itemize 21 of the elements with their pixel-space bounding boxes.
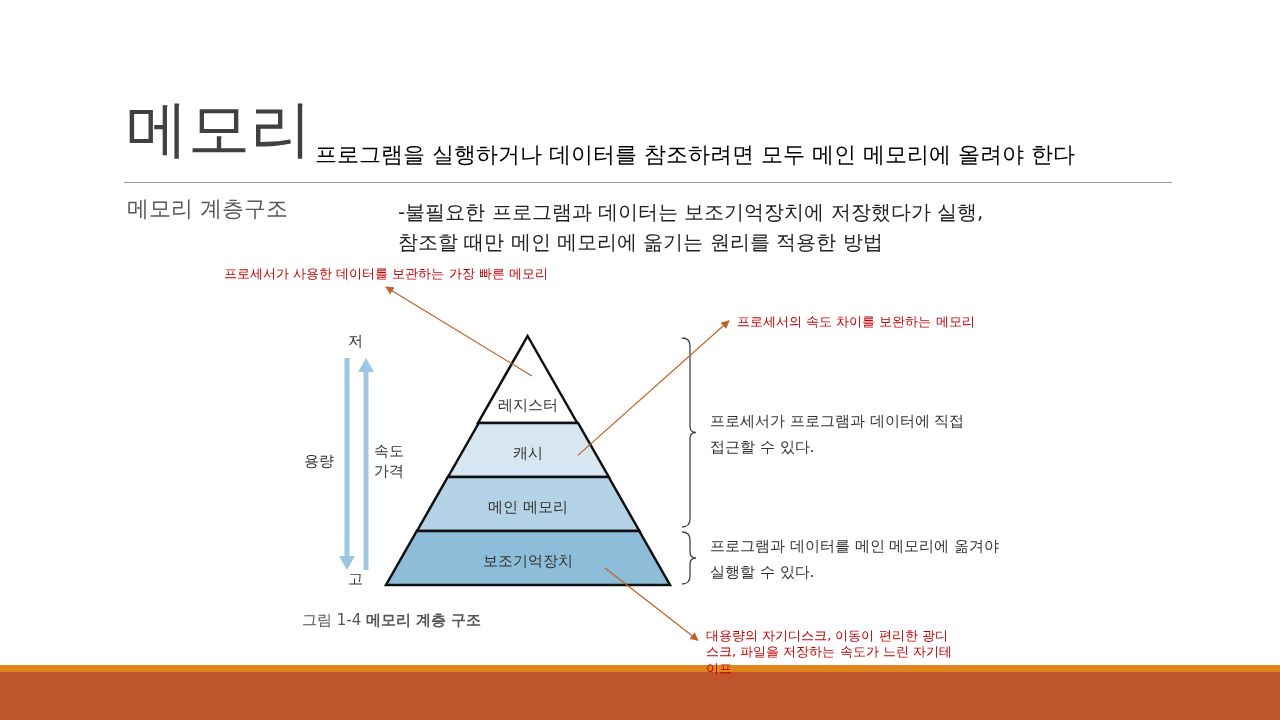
callout-text: 프로세서의 속도 차이를 보완하는 메모리 bbox=[737, 314, 975, 331]
axis-end-label: 저 bbox=[348, 332, 363, 351]
leader-arrow bbox=[385, 286, 533, 377]
tier-label: 보조기억장치 bbox=[482, 552, 574, 571]
slide-title: 메모리 bbox=[126, 92, 312, 167]
brace-note: 프로세서가 프로그램과 데이터에 직접 접근할 수 있다. bbox=[710, 411, 966, 459]
brace-note: 프로그램과 데이터를 메인 메모리에 옮겨야 실행할 수 있다. bbox=[710, 536, 1000, 584]
section-heading: 메모리 계층구조 bbox=[127, 195, 288, 223]
axis-end-label: 고 bbox=[348, 570, 363, 589]
callout-text: 대용량의 자기디스크, 이동이 편리한 광디스크, 파일을 저장하는 속도가 느린 자기테이프 bbox=[706, 628, 956, 677]
tier-label: 캐시 bbox=[512, 444, 544, 463]
callout-text: 프로세서가 사용한 데이터를 보관하는 가장 빠른 메모리 bbox=[224, 266, 548, 283]
tier-label: 레지스터 bbox=[497, 396, 559, 415]
axis-label: 속도 가격 bbox=[374, 441, 405, 482]
figure-caption: 그림 1-4 메모리 계층 구조 bbox=[302, 611, 482, 630]
tier-label: 메인 메모리 bbox=[487, 498, 569, 517]
axis-label: 용량 bbox=[304, 452, 334, 471]
subtitle-text: 프로그램을 실행하거나 데이터를 참조하려면 모두 메인 메모리에 올려야 한다 bbox=[315, 141, 1075, 169]
leader-arrow bbox=[604, 567, 699, 641]
leader-arrow bbox=[577, 320, 730, 456]
description-text: -불필요한 프로그램과 데이터는 보조기억장치에 저장했다가 실행, 참조할 때만 메인 메모리에 옮기는 원리를 적용한 방법 bbox=[398, 199, 985, 256]
